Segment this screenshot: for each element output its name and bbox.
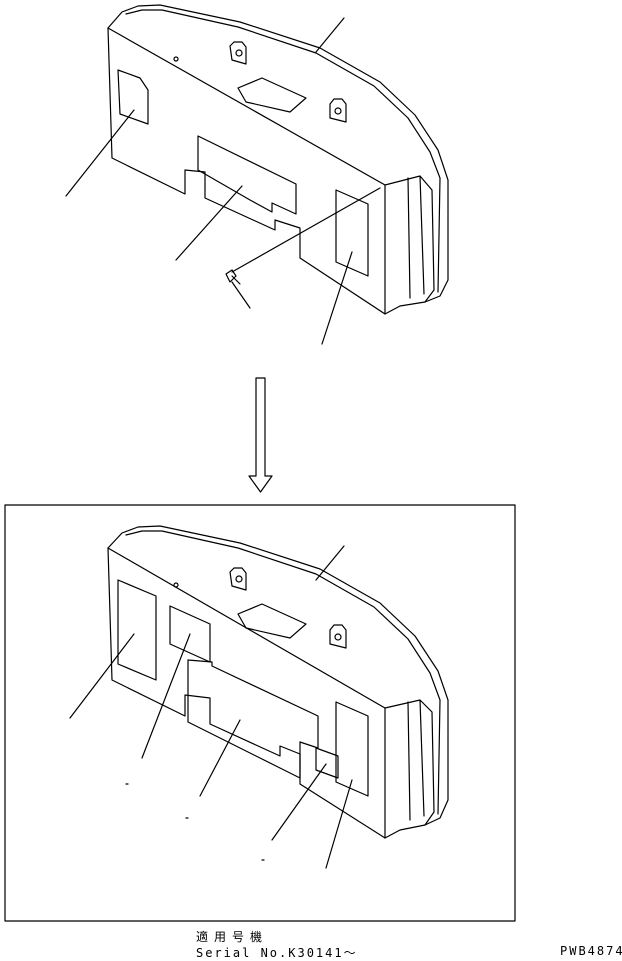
leader-rivet-label-before <box>231 281 251 309</box>
counterweight-inner-rim-after <box>125 530 441 815</box>
decal-left-after <box>117 579 157 681</box>
decal-center-before <box>197 135 297 215</box>
lug-right-hole-before <box>334 107 342 115</box>
decal-left-before <box>117 69 149 125</box>
counterweight-before <box>65 4 449 345</box>
serial-number: Serial No.K30141〜 <box>196 946 358 960</box>
counterweight-inner-rim-before <box>125 9 441 293</box>
down-arrow <box>248 377 273 493</box>
serial-heading: 適用号機 <box>196 930 269 944</box>
counterweight-outline-after <box>107 525 449 839</box>
counterweight-after <box>69 525 449 869</box>
leader-decal-left-before <box>65 109 135 197</box>
leader-decal-right-before <box>321 251 353 345</box>
figure-code: PWB4874 <box>560 944 622 958</box>
lug-right-after <box>329 624 347 649</box>
lug-right-before <box>329 98 347 123</box>
screw-hole-after <box>173 582 179 588</box>
lug-left-hole-after <box>235 575 243 583</box>
counterweight-outline-before <box>107 4 449 315</box>
front-face-before <box>107 27 386 315</box>
decal-small-after <box>315 747 339 779</box>
leader-outline-after <box>315 545 345 581</box>
leader-decal-center-before <box>175 185 243 261</box>
lug-left-after <box>229 567 247 591</box>
lifting-slot-before <box>237 77 307 113</box>
front-face-after <box>107 547 386 839</box>
lug-left-hole-before <box>235 49 243 57</box>
lug-right-hole-after <box>334 633 342 641</box>
leader-outline-before <box>315 17 345 53</box>
lug-left-before <box>229 41 247 65</box>
screw-hole-before <box>173 56 179 62</box>
end-block-before <box>384 175 435 303</box>
leader-decal-right-after <box>325 779 353 869</box>
lifting-slot-after <box>237 603 307 639</box>
leader-decal-left-after <box>69 633 135 719</box>
rivet-before <box>225 269 241 285</box>
decal-right-before <box>335 189 369 277</box>
decal-center-after <box>187 659 319 779</box>
end-block-after <box>384 699 435 826</box>
leader-decal-upper-after <box>141 633 191 759</box>
after-frame <box>4 504 516 922</box>
leader-rivet-before <box>231 187 381 273</box>
leader-decal-center-after <box>199 719 241 797</box>
leader-decal-small-after <box>271 763 327 841</box>
